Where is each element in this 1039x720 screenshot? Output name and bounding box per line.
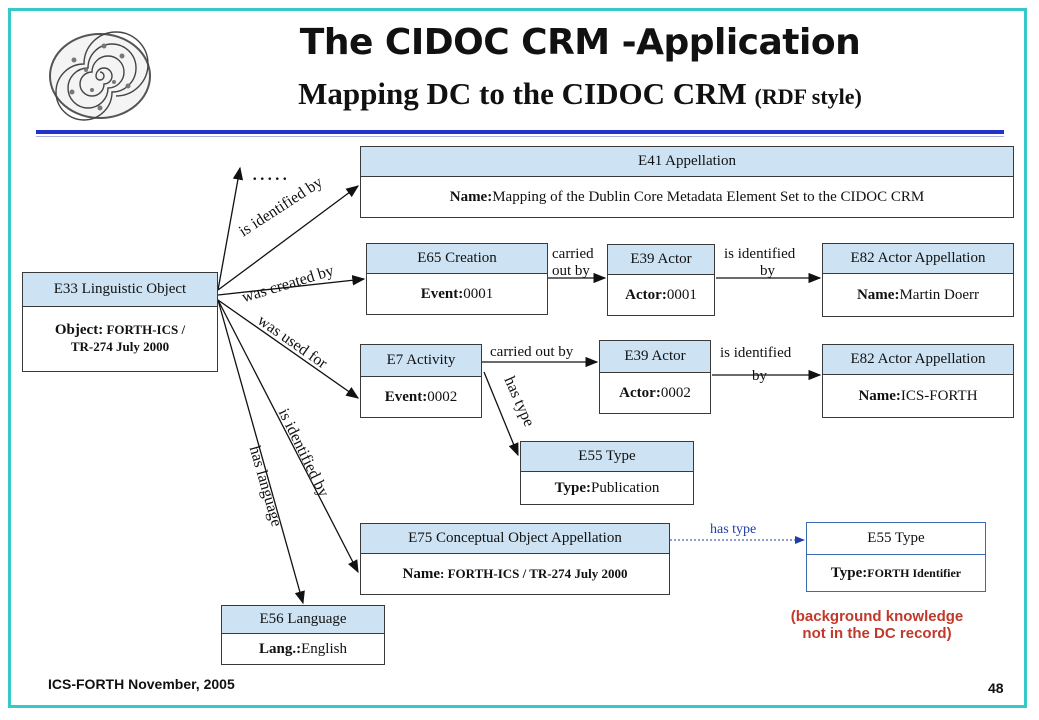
node-e7-activity: E7 Activity Event: 0002 <box>360 344 482 418</box>
node-value: ICS-FORTH <box>900 387 978 404</box>
node-e82-actor-appellation-2: E82 Actor Appellation Name: ICS-FORTH <box>822 344 1014 418</box>
node-value: : FORTH-ICS / TR-274 July 2000 <box>440 566 628 581</box>
node-key: Actor: <box>625 286 667 303</box>
node-e75-conceptual-object-appellation: E75 Conceptual Object Appellation Name: … <box>360 523 670 595</box>
edge-label-carried-1b: out by <box>552 263 590 279</box>
subtitle-small: (RDF style) <box>754 84 862 109</box>
node-value: 0002 <box>427 388 458 405</box>
node-value: FORTH Identifier <box>867 565 962 580</box>
node-key: Event: <box>420 285 464 302</box>
node-value: Martin Doerr <box>899 286 980 303</box>
node-value: 0002 <box>660 384 691 401</box>
node-e56-language: E56 Language Lang.: English <box>221 605 385 665</box>
node-header: E56 Language <box>222 606 384 634</box>
node-value: Mapping of the Dublin Core Metadata Elem… <box>492 188 925 205</box>
node-e65-creation: E65 Creation Event: 0001 <box>366 243 548 315</box>
node-key: Name: <box>856 286 900 303</box>
node-value-2: TR-274 July 2000 <box>70 339 170 354</box>
slide-title: The CIDOC CRM -Application <box>299 22 861 63</box>
node-header: E82 Actor Appellation <box>823 244 1013 274</box>
edge-label-carried-out-by-2: carried out by <box>490 344 574 360</box>
edge-label-ellipsis: ..... <box>252 160 290 185</box>
node-key: Event: <box>384 388 428 405</box>
note-line-1: (background knowledge <box>790 608 964 625</box>
node-header: E55 Type <box>521 442 693 472</box>
note-line-2: not in the DC record) <box>802 625 952 642</box>
background-knowledge-note: (background knowledge not in the DC reco… <box>752 608 1002 642</box>
edge-ellipsis <box>217 166 244 291</box>
edge-label-has-type-2: has type <box>710 522 757 537</box>
node-header: E39 Actor <box>608 245 714 275</box>
node-key: Name: <box>449 188 493 205</box>
edge-is-identified-by-1 <box>217 185 360 291</box>
node-e33-linguistic-object: E33 Linguistic Object Object: FORTH-ICS … <box>22 272 218 372</box>
node-header: E33 Linguistic Object <box>23 273 217 307</box>
node-value: Publication <box>591 479 660 496</box>
edge-is-identified-by-2 <box>217 299 359 574</box>
node-value: 0001 <box>463 285 494 302</box>
node-key: Type: <box>830 564 868 581</box>
slide-subtitle: Mapping DC to the CIDOC CRM (RDF style) <box>170 76 990 112</box>
node-header: E39 Actor <box>600 341 710 373</box>
edge-label-is-identified-b2: by <box>752 368 767 384</box>
slide-frame <box>8 8 1027 708</box>
node-header: E41 Appellation <box>361 147 1013 177</box>
node-value: English <box>301 640 347 657</box>
node-header: E65 Creation <box>367 244 547 274</box>
node-header: E82 Actor Appellation <box>823 345 1013 375</box>
node-key: Actor: <box>619 384 661 401</box>
edge-label-is-identified-a2: by <box>760 263 775 279</box>
node-header: E7 Activity <box>361 345 481 377</box>
node-key: Type: <box>554 479 592 496</box>
edge-has-type-1 <box>483 371 519 457</box>
node-key: Name <box>402 565 441 582</box>
node-value: FORTH-ICS / <box>103 322 186 337</box>
node-key: Name: <box>858 387 901 404</box>
node-header: E75 Conceptual Object Appellation <box>361 524 669 554</box>
node-key: Lang.: <box>259 640 302 657</box>
node-e55-type-publication: E55 Type Type: Publication <box>520 441 694 505</box>
node-value: 0001 <box>666 286 697 303</box>
node-e41-appellation: E41 Appellation Name: Mapping of the Dub… <box>360 146 1014 218</box>
footer-organization: ICS-FORTH November, 2005 <box>48 676 235 692</box>
title-rule <box>36 130 1004 134</box>
edge-label-is-identified-a1: is identified <box>724 246 796 262</box>
edge-has-language <box>217 299 305 605</box>
node-header: E55 Type <box>807 523 985 555</box>
page-number: 48 <box>988 680 1004 696</box>
subtitle-main: Mapping DC to the CIDOC CRM <box>298 76 747 111</box>
node-e55-type-forth-identifier: E55 Type Type:FORTH Identifier <box>806 522 986 592</box>
node-e39-actor-0001: E39 Actor Actor:0001 <box>607 244 715 316</box>
edge-was-created-by <box>217 275 366 296</box>
edge-was-used-for <box>217 299 360 399</box>
title-rule-shadow <box>36 136 1004 137</box>
node-key: Object: <box>54 322 104 338</box>
edge-label-is-identified-b1: is identified <box>720 345 792 361</box>
node-e82-actor-appellation-1: E82 Actor Appellation Name: Martin Doerr <box>822 243 1014 317</box>
edge-label-carried-1a: carried <box>552 246 594 262</box>
phaistos-disc-logo <box>49 31 151 121</box>
node-e39-actor-0002: E39 Actor Actor:0002 <box>599 340 711 414</box>
